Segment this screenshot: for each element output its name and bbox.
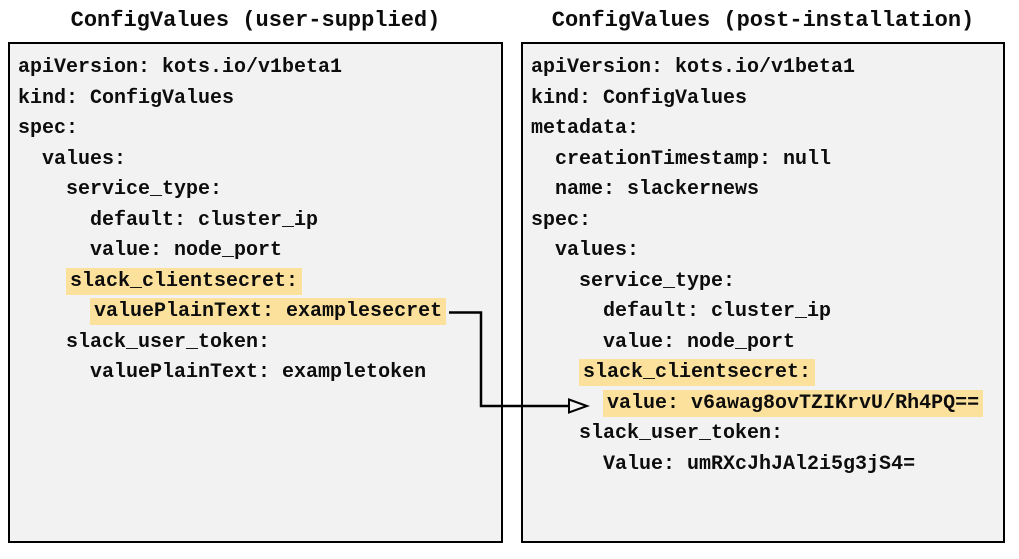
code-text: default: cluster_ip [90,208,319,232]
code-text: spec: [18,117,79,140]
code-line: service_type: [18,175,493,206]
code-indent [531,331,603,354]
code-text: apiVersion: kots.io/v1beta1 [531,56,856,79]
code-indent [18,239,90,262]
panel-post-installation: apiVersion: kots.io/v1beta1 kind: ConfigV… [521,42,1005,543]
code-indent [531,270,579,293]
code-line: value: v6awag8ovTZIKrvU/Rh4PQ== [531,389,995,420]
code-indent [531,422,579,445]
panel-title-post-installation: ConfigValues (post-installation) [551,8,975,33]
code-line: apiVersion: kots.io/v1beta1 [531,53,995,84]
code-line: value: node_port [18,236,493,267]
panel-user-supplied: apiVersion: kots.io/v1beta1 kind: ConfigV… [8,42,503,543]
code-line: creationTimestamp: null [531,145,995,176]
code-text: values: [555,239,640,262]
code-line: default: cluster_ip [18,206,493,237]
code-text: creationTimestamp: null [555,147,832,171]
code-indent [18,300,90,323]
code-line: values: [531,236,995,267]
code-line: kind: ConfigValues [18,84,493,115]
code-line: slack_user_token: [531,419,995,450]
code-indent [18,148,42,171]
code-line: valuePlainText: examplesecret [18,297,493,328]
code-text: slack_user_token: [579,422,784,445]
code-indent [18,178,66,201]
code-indent [531,392,603,415]
code-line: values: [18,145,493,176]
code-line: spec: [531,206,995,237]
code-indent [531,453,603,476]
code-line: slack_clientsecret: [18,267,493,298]
code-indent [531,148,555,171]
code-indent [18,209,90,232]
highlighted-code: slack_clientsecret: [579,359,816,386]
code-line: apiVersion: kots.io/v1beta1 [18,53,493,84]
code-line: value: node_port [531,328,995,359]
code-block-user-supplied: apiVersion: kots.io/v1beta1 kind: ConfigV… [18,53,493,389]
code-line: name: slackernews [531,175,995,206]
code-indent [18,270,66,293]
code-text: value: node_port [90,239,283,262]
code-indent [531,361,579,384]
highlighted-code: slack_clientsecret: [66,267,303,295]
code-line: default: cluster_ip [531,297,995,328]
code-line: spec: [18,114,493,145]
code-text: name: slackernews [555,178,760,201]
code-indent [531,239,555,262]
panel-title-user-supplied: ConfigValues (user-supplied) [70,8,441,33]
code-text: service_type: [66,178,223,201]
code-block-post-installation: apiVersion: kots.io/v1beta1 kind: ConfigV… [531,53,995,480]
code-text: values: [42,147,127,171]
code-text: value: node_port [603,330,796,354]
code-line: Value: umRXcJhJAl2i5g3jS4= [531,450,995,481]
code-indent [531,300,603,323]
code-text: Value: umRXcJhJAl2i5g3jS4= [603,452,916,476]
code-text: metadata: [531,117,640,140]
code-line: slack_clientsecret: [531,358,995,389]
code-text: default: cluster_ip [603,300,832,323]
code-text: kind: ConfigValues [531,86,748,110]
code-line: slack_user_token: [18,328,493,359]
code-text: slack_user_token: [66,330,271,354]
code-indent [531,178,555,201]
code-line: valuePlainText: exampletoken [18,358,493,389]
code-line: kind: ConfigValues [531,84,995,115]
highlighted-code: value: v6awag8ovTZIKrvU/Rh4PQ== [603,389,984,417]
code-text: spec: [531,208,592,232]
code-indent [18,331,66,354]
code-line: service_type: [531,267,995,298]
code-text: apiVersion: kots.io/v1beta1 [18,56,343,79]
code-text: valuePlainText: exampletoken [90,361,427,384]
highlighted-code: valuePlainText: examplesecret [90,298,447,325]
code-text: service_type: [579,269,736,293]
code-indent [18,361,90,384]
code-line: metadata: [531,114,995,145]
code-text: kind: ConfigValues [18,86,235,110]
